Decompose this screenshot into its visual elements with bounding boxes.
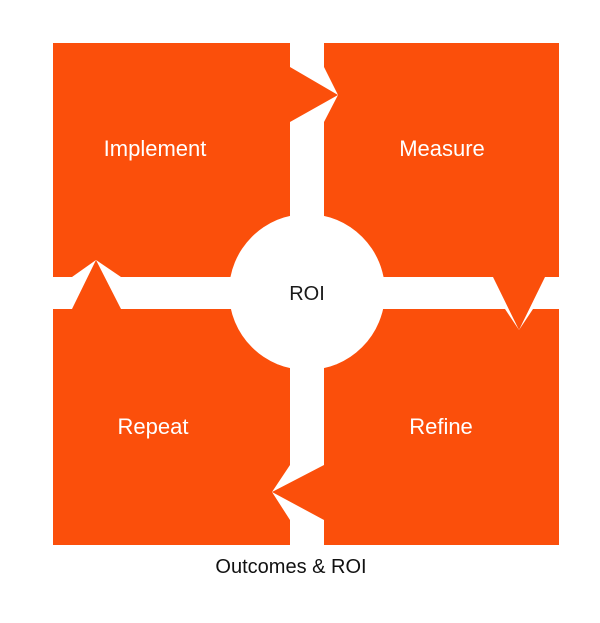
quadrant-implement (53, 43, 338, 277)
label-implement: Implement (104, 136, 207, 161)
diagram-caption: Outcomes & ROI (215, 556, 367, 578)
roi-center-circle (229, 214, 385, 370)
label-repeat: Repeat (118, 414, 189, 439)
quadrant-measure (324, 43, 559, 330)
label-measure: Measure (399, 136, 485, 161)
label-refine: Refine (409, 414, 473, 439)
quadrant-refine (272, 309, 559, 545)
label-roi: ROI (289, 283, 325, 305)
quadrant-repeat (53, 260, 290, 545)
